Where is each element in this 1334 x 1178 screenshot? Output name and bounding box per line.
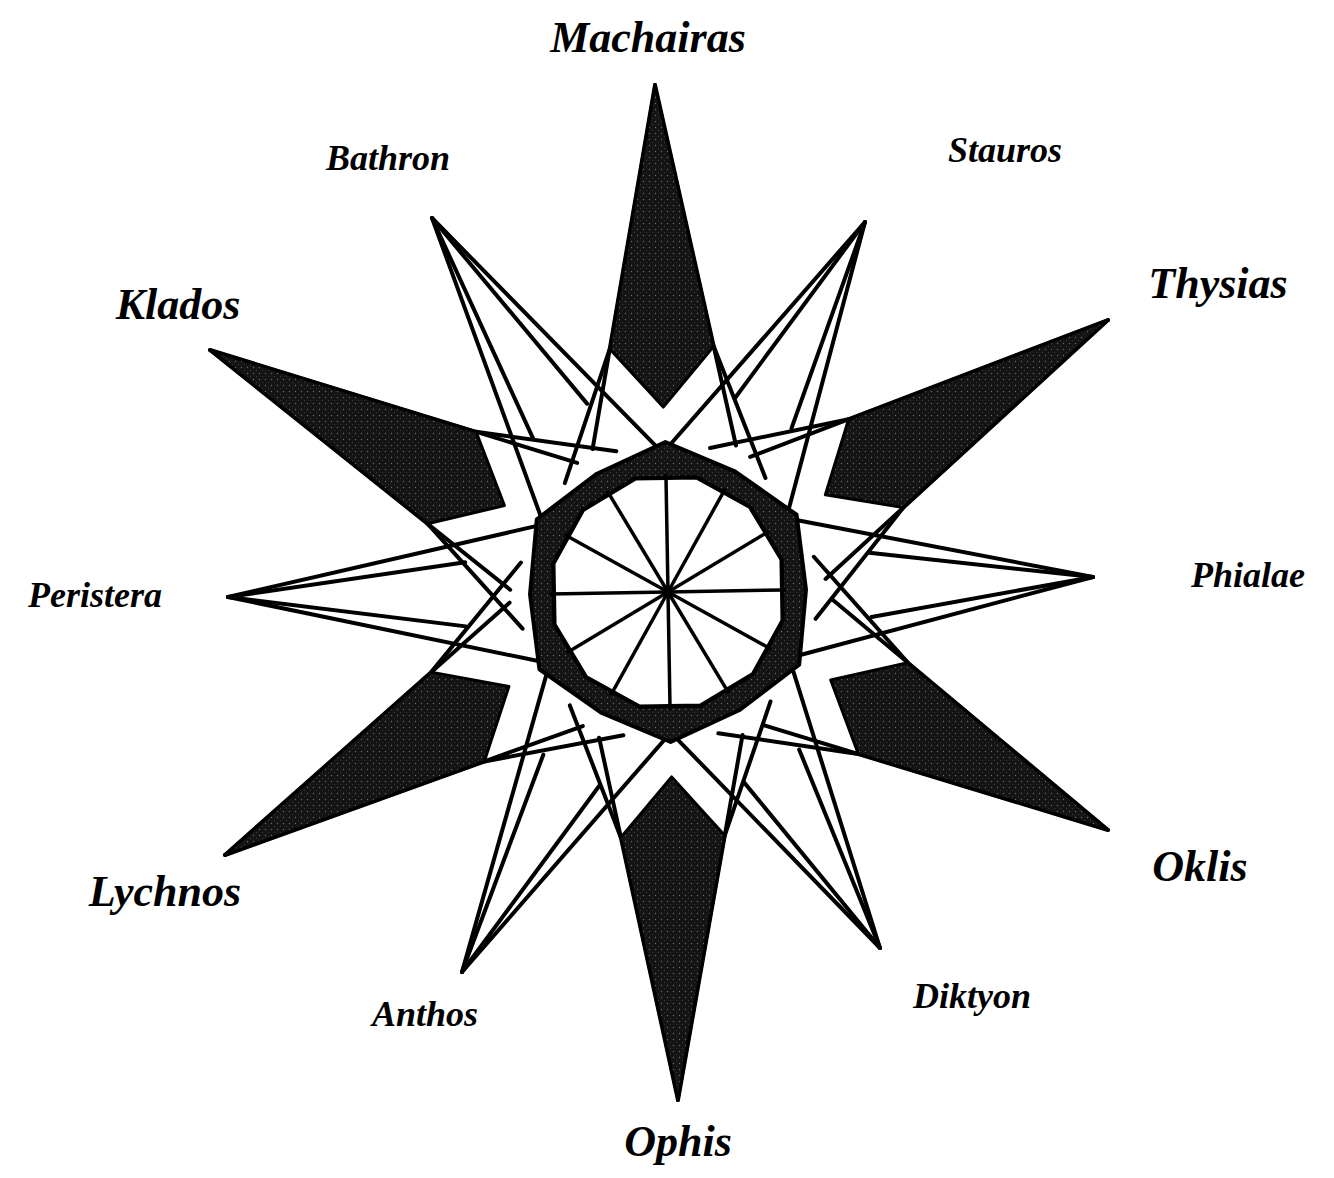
star-line xyxy=(432,218,587,404)
star-points xyxy=(210,85,1108,1100)
star-line xyxy=(794,519,1093,577)
star-line xyxy=(228,597,541,662)
star-line xyxy=(228,525,539,597)
star-line xyxy=(869,553,1093,577)
dark-point xyxy=(831,663,1108,830)
core-spoke xyxy=(567,592,668,653)
point-label: Ophis xyxy=(624,1120,732,1164)
core-spoke xyxy=(668,531,769,592)
core-spoke xyxy=(668,592,670,710)
star-line xyxy=(826,320,1108,579)
star-line xyxy=(814,557,908,663)
star-line xyxy=(228,597,466,626)
star-line xyxy=(484,735,623,761)
core-spoke xyxy=(668,592,729,693)
core-spoke xyxy=(607,491,668,592)
point-label: Diktyon xyxy=(913,978,1031,1014)
star-line xyxy=(428,524,523,629)
point-label: Thysias xyxy=(1148,262,1287,306)
star-line xyxy=(462,755,543,972)
point-label: Oklis xyxy=(1152,845,1247,889)
point-label: Anthos xyxy=(372,996,478,1032)
dark-point xyxy=(610,85,714,407)
dark-point xyxy=(225,672,509,855)
star-line xyxy=(476,432,616,451)
star-line xyxy=(799,750,880,948)
star-line xyxy=(432,218,533,438)
point-label: Bathron xyxy=(326,140,450,176)
core-spoke xyxy=(550,592,668,594)
point-label: Phialae xyxy=(1191,557,1305,593)
point-label: Stauros xyxy=(948,132,1062,168)
star-line xyxy=(791,222,865,428)
dark-point xyxy=(621,777,725,1100)
core-band xyxy=(530,442,806,742)
star-line xyxy=(725,701,771,835)
point-label: Machairas xyxy=(550,16,746,60)
star-line xyxy=(225,603,510,855)
star-lines xyxy=(210,85,1108,1100)
star-line xyxy=(744,782,880,948)
core-spoke xyxy=(666,474,668,592)
star-line xyxy=(871,577,1093,617)
point-label: Klados xyxy=(116,283,241,327)
star-core xyxy=(530,442,806,742)
star-line xyxy=(735,222,865,398)
point-label: Peristera xyxy=(28,577,162,613)
star-line xyxy=(228,562,465,597)
star-line xyxy=(210,350,510,590)
dark-point xyxy=(210,350,504,524)
star-line xyxy=(462,785,600,972)
point-label: Lychnos xyxy=(89,870,241,914)
core-spoke xyxy=(668,590,786,592)
dark-point xyxy=(825,320,1108,508)
star-line xyxy=(710,419,849,448)
